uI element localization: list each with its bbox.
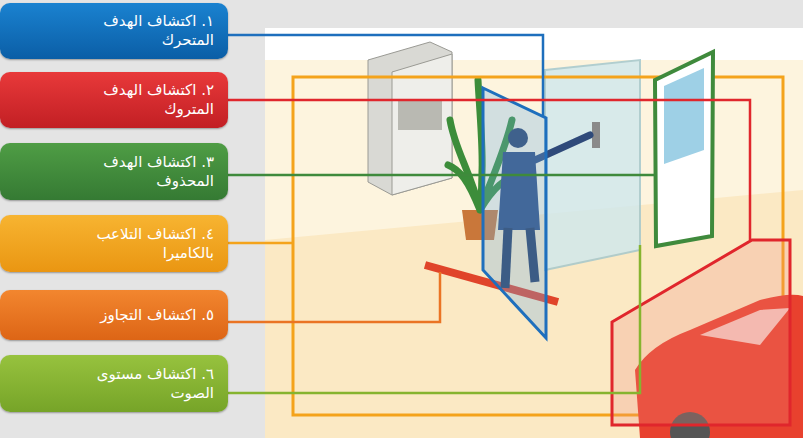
glass-door — [545, 60, 640, 270]
label-text: ٢. اكتشاف الهدف المتروك — [74, 81, 214, 119]
label-box: ٣. اكتشاف الهدف المحذوف — [0, 143, 228, 200]
label-box: ٤. اكتشاف التلاعب بالكاميرا — [0, 215, 228, 272]
vending-machine — [368, 42, 452, 195]
label-text: ٤. اكتشاف التلاعب بالكاميرا — [74, 225, 214, 263]
leader-line — [228, 272, 440, 322]
leader-line — [228, 242, 293, 245]
label-text: ٣. اكتشاف الهدف المحذوف — [74, 153, 214, 191]
leader-line — [228, 174, 654, 177]
leader-line — [228, 100, 750, 240]
label-text: ١. اكتشاف الهدف المتحرك — [74, 12, 214, 50]
wall — [265, 60, 803, 438]
illustration-panel — [265, 28, 803, 438]
label-box: ٦. اكتشاف مستوى الصوت — [0, 355, 228, 412]
leader-line — [228, 245, 640, 393]
removed-object-frame — [655, 52, 713, 246]
label-text: ٥. اكتشاف التجاوز — [100, 306, 214, 325]
label-text: ٦. اكتشاف مستوى الصوت — [74, 365, 214, 403]
leader-line — [228, 35, 543, 116]
vending-buttons — [398, 100, 442, 130]
label-box: ٢. اكتشاف الهدف المتروك — [0, 72, 228, 128]
poster-image — [664, 68, 704, 164]
label-box: ١. اكتشاف الهدف المتحرك — [0, 3, 228, 59]
abandoned-object-frame — [612, 240, 790, 425]
label-box: ٥. اكتشاف التجاوز — [0, 290, 228, 340]
moving-object-frame — [483, 88, 546, 338]
